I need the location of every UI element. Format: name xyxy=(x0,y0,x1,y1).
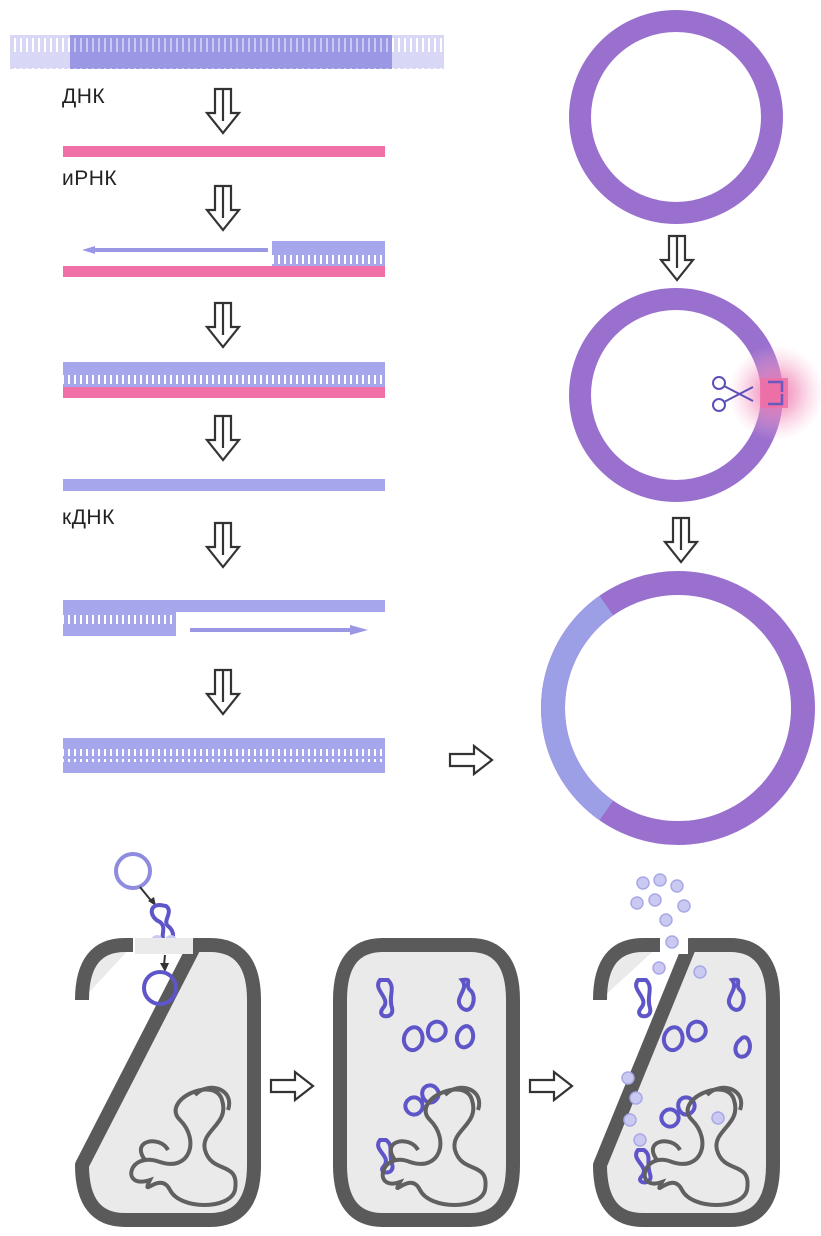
reverse-transcription xyxy=(63,241,385,277)
cdna-label: кДНК xyxy=(62,506,115,529)
arrow-cell-2 xyxy=(528,1070,574,1102)
scissors-icon xyxy=(712,376,754,412)
plasmid-vector xyxy=(569,10,783,224)
arrow-5 xyxy=(205,521,241,569)
arrow-cell-1 xyxy=(269,1070,315,1102)
rna-dna-hybrid xyxy=(63,362,385,398)
chromosome xyxy=(129,1085,238,1207)
arrow-4 xyxy=(205,414,241,462)
mrna-label: иРНК xyxy=(62,167,118,190)
dna-label: ДНК xyxy=(62,85,106,108)
free-plasmid xyxy=(114,852,152,890)
cell-release xyxy=(593,873,780,1227)
arrow-right-to-plasmid xyxy=(448,744,494,776)
entering-plasmid xyxy=(142,970,178,1006)
arrow-1 xyxy=(205,87,241,135)
arrow-2 xyxy=(205,184,241,232)
arrow-6 xyxy=(205,668,241,716)
cell-replication xyxy=(333,938,520,1227)
arrow-8 xyxy=(663,516,699,564)
mrna-strand xyxy=(63,146,385,157)
cell-transformation xyxy=(75,852,261,1227)
cdna-single-strand xyxy=(63,479,385,491)
dna-strand xyxy=(10,35,444,69)
double-strand-cdna xyxy=(63,738,385,773)
second-strand-synthesis xyxy=(63,600,385,636)
arrow-3 xyxy=(205,301,241,349)
arrow-7 xyxy=(659,234,695,282)
plasmid-cut xyxy=(569,288,821,502)
recombinant-plasmid xyxy=(540,571,815,845)
